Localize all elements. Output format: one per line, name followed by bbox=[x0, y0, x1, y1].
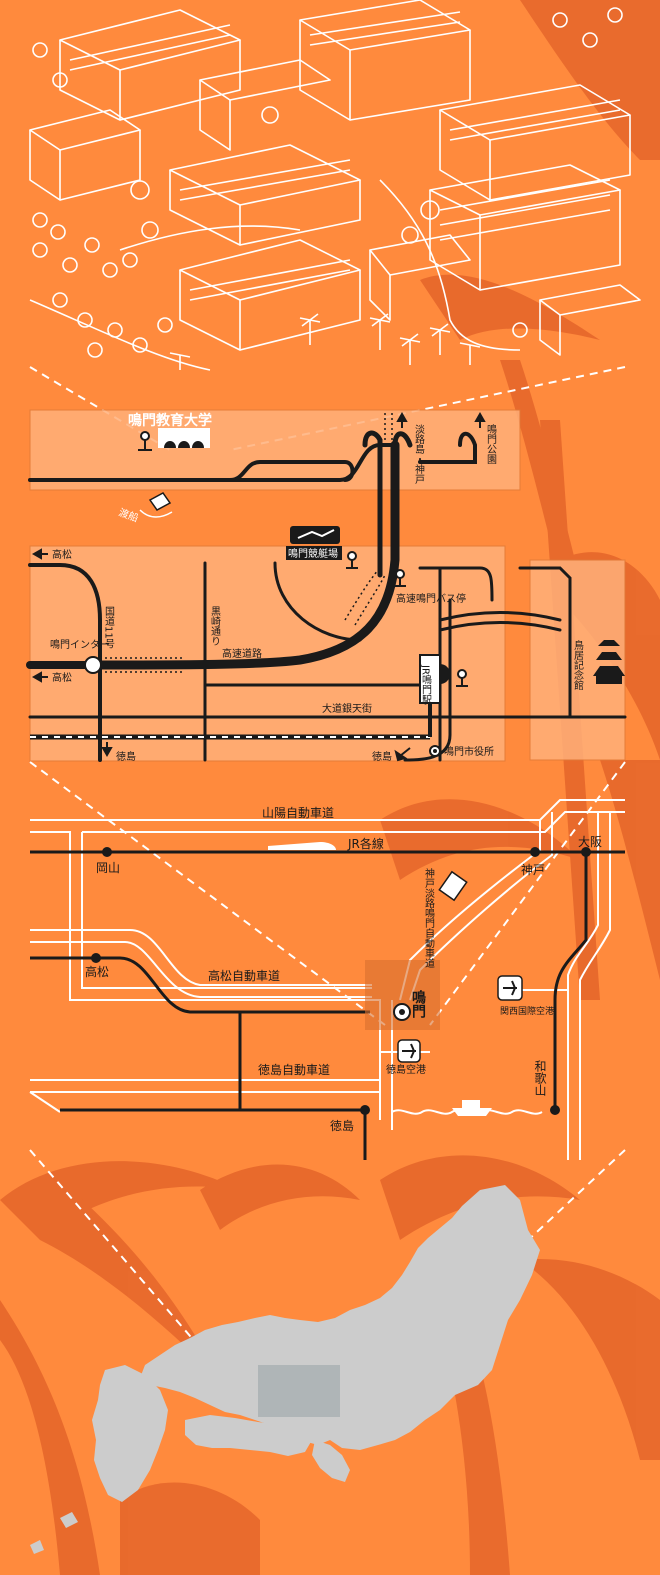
tokushima-east-label: 徳島 bbox=[372, 750, 392, 763]
takamatsu-expressway-label: 高松自動車道 bbox=[208, 968, 280, 983]
tokushima-expressway-label: 徳島自動車道 bbox=[258, 1062, 330, 1077]
local-dotted-links bbox=[105, 410, 393, 673]
local-access-map: 鳴門教育大学 渡船 淡路島・神戸 鳴門公園 高松 高松 国道11号 鳴門インター… bbox=[26, 409, 627, 763]
ferry-icon bbox=[148, 492, 172, 511]
boat-race-label: 鳴門競艇場 bbox=[288, 547, 338, 560]
city-hall-label: 鳴門市役所 bbox=[444, 745, 494, 758]
kobe-label: 神戸 bbox=[521, 863, 545, 877]
university-label: 鳴門教育大学 bbox=[128, 412, 212, 429]
tokushima-airport-icon bbox=[397, 1039, 421, 1063]
university-pin-icon bbox=[140, 431, 150, 441]
sanyo-expressway-label: 山陽自動車道 bbox=[262, 806, 334, 820]
jr-station-label: JR鳴門駅 bbox=[420, 664, 432, 706]
odo-ginten-label: 大道銀天街 bbox=[322, 702, 372, 715]
jr-lines-label: JR各線 bbox=[347, 836, 384, 851]
takamatsu-label: 高松 bbox=[85, 964, 109, 979]
takamatsu-bottom-label: 高松 bbox=[52, 671, 72, 684]
japan-hokkaido-tip bbox=[470, 1188, 498, 1215]
tokushima-label: 徳島 bbox=[330, 1118, 354, 1133]
campus-illustration bbox=[29, 0, 641, 371]
expressway-label: 高速道路 bbox=[222, 647, 262, 660]
wakayama-node bbox=[550, 1105, 560, 1115]
takamatsu-node bbox=[91, 953, 101, 963]
wakayama-label: 和歌山 bbox=[533, 1060, 547, 1096]
okayama-label: 岡山 bbox=[96, 861, 120, 875]
campus-roads bbox=[29, 179, 521, 371]
japan-overview-map bbox=[30, 1185, 540, 1554]
regional-expressways bbox=[29, 799, 625, 1160]
japan-island-small bbox=[60, 1512, 78, 1528]
awaji-kobe-label: 淡路島・神戸 bbox=[413, 424, 425, 485]
tokushima-node bbox=[360, 1105, 370, 1115]
regional-nodes bbox=[91, 847, 591, 1115]
regional-labels: 山陽自動車道 JR各線 岡山 大阪 神戸 神戸淡路鳴門自動車道 高松 高松自動車… bbox=[85, 806, 602, 1133]
kobe-node bbox=[530, 847, 540, 857]
naruto-label: 鳴門 bbox=[410, 989, 426, 1019]
local-roads bbox=[26, 430, 627, 762]
takamatsu-top-label: 高松 bbox=[52, 548, 72, 561]
bus-stop-label: 高速鳴門バス停 bbox=[396, 592, 466, 605]
japan-kyushu bbox=[92, 1365, 168, 1502]
local-map-panel-main bbox=[29, 545, 506, 762]
ship-icon bbox=[452, 1100, 492, 1116]
kansai-airport-label: 関西国際空港 bbox=[500, 1005, 554, 1017]
local-map-panel-top bbox=[29, 409, 521, 491]
naruto-park-label: 鳴門公園 bbox=[485, 423, 497, 465]
japan-kii bbox=[312, 1440, 350, 1482]
shinkansen-icon bbox=[268, 842, 336, 850]
boat-race-icon bbox=[290, 526, 340, 544]
japan-island-small-2 bbox=[30, 1540, 44, 1554]
kurosaki-street-label: 黒崎通り bbox=[209, 606, 221, 646]
osaka-node bbox=[581, 847, 591, 857]
japan-honshu bbox=[140, 1185, 540, 1450]
campus-palms bbox=[169, 313, 481, 370]
station-pin-icon bbox=[457, 669, 467, 679]
campus-buildings bbox=[29, 0, 641, 356]
kobe-awaji-naruto-label: 神戸淡路鳴門自動車道 bbox=[423, 867, 435, 968]
direction-arrows bbox=[31, 411, 486, 762]
castle-icon bbox=[593, 640, 625, 684]
local-map-labels: 鳴門教育大学 渡船 淡路島・神戸 鳴門公園 高松 高松 国道11号 鳴門インター… bbox=[50, 412, 584, 763]
tokushima-airport-label: 徳島空港 bbox=[386, 1063, 426, 1076]
naruto-ic-icon bbox=[84, 656, 102, 674]
okayama-node bbox=[102, 847, 112, 857]
national-route-label: 国道11号 bbox=[103, 606, 115, 650]
tokushima-south-label: 徳島 bbox=[116, 750, 136, 763]
campus-trees bbox=[32, 7, 623, 358]
torii-museum-label: 鳥居記念館 bbox=[572, 639, 584, 691]
japan-highlight-box bbox=[258, 1365, 340, 1417]
regional-icons bbox=[268, 842, 523, 1116]
osaka-label: 大阪 bbox=[578, 835, 602, 849]
kansai-airport-icon bbox=[497, 975, 523, 1001]
station-halfcircle-icon bbox=[440, 664, 450, 684]
local-map-icons bbox=[84, 428, 625, 757]
naruto-ic-label: 鳴門インター bbox=[50, 638, 110, 651]
zoom-connector-2 bbox=[29, 761, 626, 1026]
museum-pin-icon bbox=[347, 551, 357, 561]
japan-shikoku bbox=[185, 1415, 312, 1456]
train-icon bbox=[438, 870, 468, 902]
bus-stop-pin-icon bbox=[395, 569, 405, 579]
regional-access-map: 山陽自動車道 JR各線 岡山 大阪 神戸 神戸淡路鳴門自動車道 高松 高松自動車… bbox=[29, 799, 625, 1160]
